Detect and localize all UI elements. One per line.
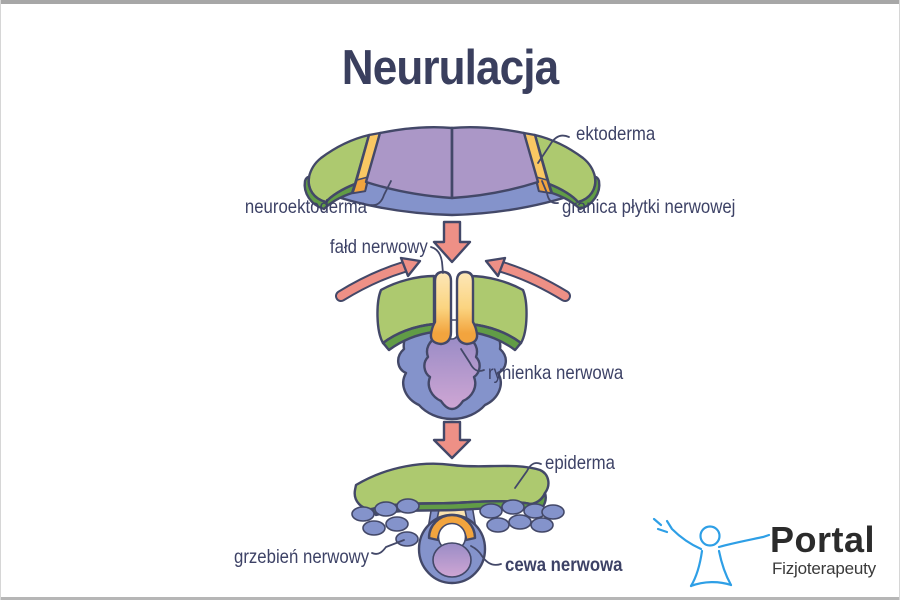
down-arrow-icon: [432, 420, 472, 460]
stage1-neural-plate: [303, 126, 601, 217]
neural-tube-inner: [432, 542, 472, 578]
top-border: [0, 0, 900, 4]
stage3-neural-tube: [351, 462, 565, 585]
label-granica-plytki-nerwowej: granica płytki nerwowej: [562, 196, 736, 218]
right-ectoderm-wing: [535, 135, 596, 202]
neural-crest-cells: [351, 498, 565, 547]
down-arrow-icon: [432, 220, 472, 264]
epidermis-band: [354, 463, 549, 510]
label-rynienka-nerwowa: rynienka nerwowa: [488, 362, 624, 384]
logo-subtitle: Fizjoterapeuty: [772, 559, 876, 578]
label-ektoderma: ektoderma: [576, 123, 656, 145]
label-grzebien-nerwowy: grzebień nerwowy: [233, 546, 369, 568]
leader-lines: [370, 134, 570, 566]
label-cewa-nerwowa: cewa nerwowa: [505, 554, 623, 576]
logo-name: Portal: [770, 519, 876, 560]
curved-arrow-right-icon: [484, 256, 507, 278]
bottom-border: [0, 597, 900, 600]
left-border-strip-base: [352, 176, 369, 194]
page-title: Neurulacja: [341, 41, 559, 95]
right-neural-fold-strip: [455, 270, 479, 346]
left-neural-fold-strip: [429, 270, 453, 346]
logo-figure-person-icon: [652, 517, 771, 588]
stage2-neural-groove: [335, 256, 571, 421]
left-border: [0, 0, 1, 600]
curved-arrow-left-icon: [399, 256, 422, 278]
label-neuroektoderma: neuroektoderma: [244, 196, 367, 218]
label-fald-nerwowy: fałd nerwowy: [330, 236, 428, 258]
label-epiderma: epiderma: [545, 452, 615, 474]
left-ectoderm-wing: [308, 135, 369, 202]
